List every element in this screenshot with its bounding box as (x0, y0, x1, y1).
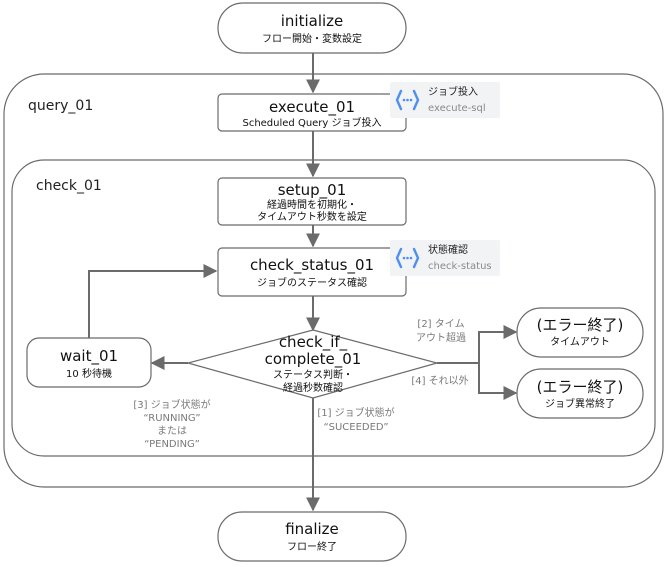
node-initialize-sub: フロー開始・変数設定 (262, 32, 362, 45)
connector-check-status[interactable]: 状態確認 check-status (390, 240, 500, 276)
edge-label-succeeded-line1: [1] ジョブ状態が (317, 406, 394, 419)
edge-label-running-line3: または (157, 425, 187, 437)
node-error-job[interactable]: (エラー終了) ジョブ異常終了 (516, 368, 644, 419)
node-check-if-title1: check_if_ (279, 333, 348, 352)
node-check-if-sub2: 経過秒数確認 (283, 381, 343, 394)
node-check-if-sub1: ステータス判断・ (273, 368, 353, 381)
connector-check-status-title: 状態確認 (428, 243, 468, 256)
node-check-status-sub: ジョブのステータス確認 (257, 276, 367, 289)
container-check-label: check_01 (36, 178, 102, 194)
api-connector-icon (395, 247, 420, 269)
node-check-if-title2: complete_01 (265, 350, 362, 369)
edge-checkif-other (437, 362, 518, 400)
edge-label-succeeded-line2: “SUCEEDED” (323, 422, 388, 433)
node-finalize-sub: フロー終了 (287, 540, 337, 553)
node-check-status-title: check_status_01 (250, 256, 374, 275)
connector-execute-sql-sub: execute-sql (428, 103, 486, 114)
edge-label-timeout-line2: アウト超過 (416, 331, 466, 344)
edge-label-timeout-line1: [2] タイム (417, 318, 464, 330)
edge-wait-checkstatus (88, 264, 218, 338)
node-setup-sub2: タイムアウト秒数を設定 (257, 210, 367, 223)
node-finalize-title: finalize (285, 520, 339, 538)
edge-label-timeout: [2] タイム アウト超過 (416, 318, 466, 344)
node-execute[interactable]: execute_01 Scheduled Query ジョブ投入 (217, 93, 407, 132)
edge-label-running-line1: [3] ジョブ状態が (133, 398, 210, 411)
node-error-timeout-title: (エラー終了) (537, 316, 624, 334)
node-setup[interactable]: setup_01 経過時間を初期化・ タイムアウト秒数を設定 (217, 177, 407, 226)
node-finalize[interactable]: finalize フロー終了 (217, 511, 407, 562)
node-error-timeout[interactable]: (エラー終了) タイムアウト (516, 307, 644, 358)
node-error-job-sub: ジョブ異常終了 (545, 397, 615, 410)
edge-label-other: [4] それ以外 (411, 375, 468, 387)
edge-label-succeeded: [1] ジョブ状態が “SUCEEDED” (317, 406, 394, 433)
edge-label-other-line1: [4] それ以外 (411, 375, 468, 387)
node-setup-sub1: 経過時間を初期化・ (267, 198, 357, 211)
node-initialize[interactable]: initialize フロー開始・変数設定 (217, 2, 407, 54)
container-query-label: query_01 (28, 98, 93, 114)
edge-label-running: [3] ジョブ状態が “RUNNING” または “PENDING” (133, 398, 210, 450)
node-initialize-title: initialize (281, 12, 344, 30)
edges (88, 53, 518, 512)
container-query: query_01 (3, 73, 664, 488)
node-error-timeout-sub: タイムアウト (550, 336, 610, 348)
node-error-job-title: (エラー終了) (537, 378, 624, 396)
node-check-if-complete[interactable]: check_if_ complete_01 ステータス判断・ 経過秒数確認 (185, 329, 440, 399)
connector-check-status-sub: check-status (428, 261, 492, 272)
container-check: check_01 (11, 159, 656, 457)
edge-label-running-line2: “RUNNING” (143, 413, 200, 424)
connector-execute-sql[interactable]: ジョブ投入 execute-sql (390, 82, 500, 118)
node-wait[interactable]: wait_01 10 秒待機 (26, 337, 152, 388)
node-wait-sub: 10 秒待機 (66, 367, 112, 380)
node-execute-title: execute_01 (269, 98, 355, 117)
node-check-status[interactable]: check_status_01 ジョブのステータス確認 (217, 247, 407, 297)
node-wait-title: wait_01 (60, 347, 118, 366)
node-setup-title: setup_01 (278, 181, 347, 200)
connector-execute-sql-title: ジョブ投入 (428, 85, 478, 98)
edge-label-running-line4: “PENDING” (144, 439, 200, 450)
node-execute-sub: Scheduled Query ジョブ投入 (242, 116, 381, 129)
api-connector-icon (395, 89, 420, 111)
